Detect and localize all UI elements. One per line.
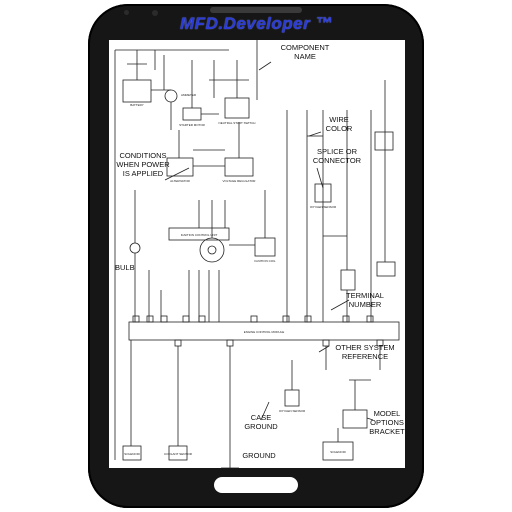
brand-title: MFD.Developer ™ [180,14,333,33]
label-model-options-1: MODEL [374,409,401,418]
label-other-system-1: OTHER SYSTEM [335,343,394,352]
component-starter-motor: STARTER MOTOR [179,123,206,127]
label-component-name-2: NAME [294,52,316,61]
home-button[interactable] [214,477,298,493]
component-voltage-regulator: VOLTAGE REGULATOR [223,179,257,183]
component-engine-control-module: ENGINE CONTROL MODULE [244,330,285,334]
camera-icon [152,10,158,16]
component-ignition-coil: IGNITION COIL [254,259,276,263]
label-case-ground-2: GROUND [244,422,278,431]
component-solenoid-right: SOLENOID [330,450,346,454]
label-splice-1: SPLICE OR [317,147,358,156]
label-conditions-2: WHEN POWER [116,160,170,169]
component-neutral-start-switch: NEUTRAL START SWITCH [219,121,256,125]
label-model-options-2: OPTIONS [370,418,404,427]
component-ammeter: AMMETER [181,93,197,97]
component-alternator: ALTERNATOR [170,179,191,183]
component-ignition-control-unit: IGNITION CONTROL UNIT [181,233,218,237]
label-conditions-1: CONDITIONS [119,151,166,160]
label-wire-color-1: WIRE [329,115,349,124]
label-terminal-number-2: NUMBER [349,300,382,309]
label-ground: GROUND [242,451,276,460]
component-battery: BATTERY [130,103,144,107]
label-wire-color-2: COLOR [326,124,353,133]
label-case-ground-1: CASE [251,413,271,422]
label-splice-2: CONNECTOR [313,156,362,165]
label-other-system-2: REFERENCE [342,352,388,361]
component-oxygen-sensor: OXYGEN SENSOR [310,205,337,209]
label-terminal-number-1: TERMINAL [346,291,384,300]
label-conditions-3: IS APPLIED [123,169,164,178]
component-solenoid-left: SOLENOID [124,452,140,456]
label-model-options-3: BRACKET [369,427,405,436]
component-coolant-sensor: COOLANT SENSOR [164,452,193,456]
label-bulb: BULB [115,263,135,272]
label-component-name-1: COMPONENT [281,43,330,52]
speaker-grille [210,7,302,13]
sensor-dot [124,10,129,15]
component-oxygen-sensor-lower: OXYGEN SENSOR [279,409,306,413]
